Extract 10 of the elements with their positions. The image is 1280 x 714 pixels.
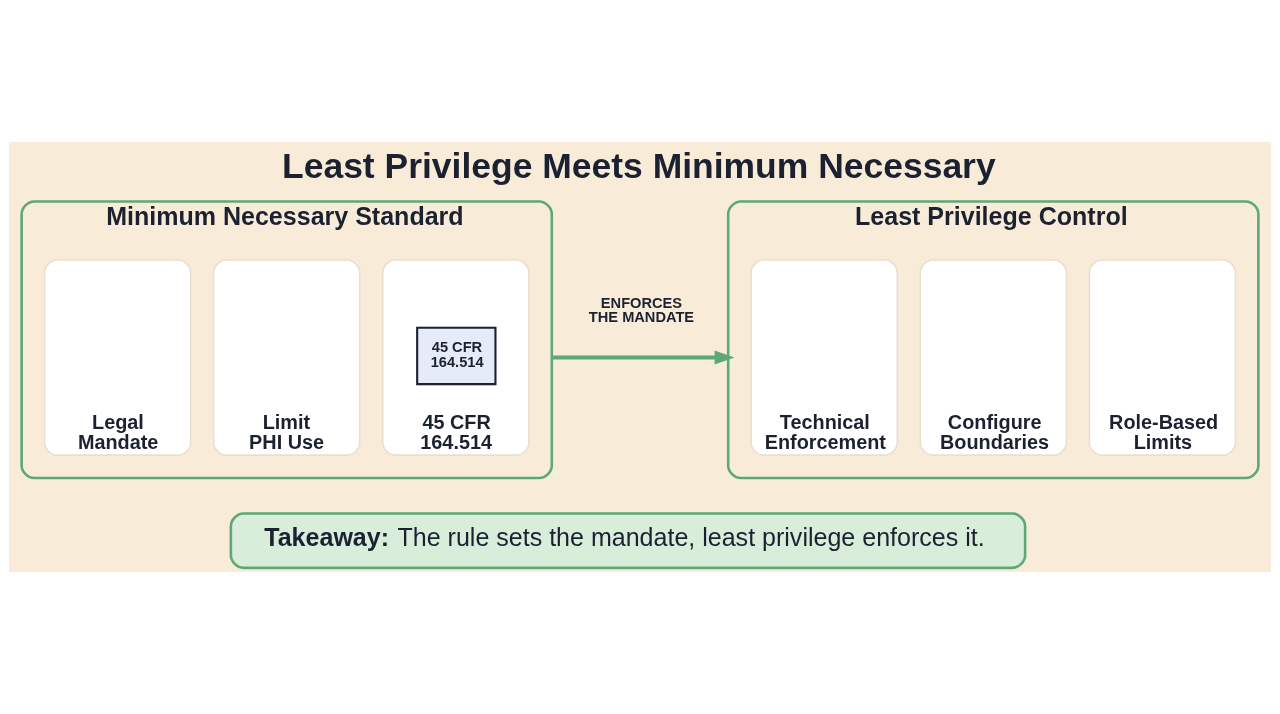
node-box: Technical Enforcement [750,259,899,456]
node-box: Limit PHI Use [212,259,361,456]
node-box: Legal Mandate [43,259,192,456]
arrow [551,350,735,365]
node-box: Takeaway: The rule sets the mandate, least privilege enforces it. [229,512,1027,570]
node-box: Configure Boundaries [919,259,1068,456]
node-box: Role-Based Limits [1088,259,1237,456]
node-box: 45 CFR 164.514 45 CFR 164.514 [381,259,530,456]
diagram-title: Least Privilege Meets Minimum Necessary [282,145,996,186]
edge-label: ENFORCES THE MANDATE [588,294,695,326]
